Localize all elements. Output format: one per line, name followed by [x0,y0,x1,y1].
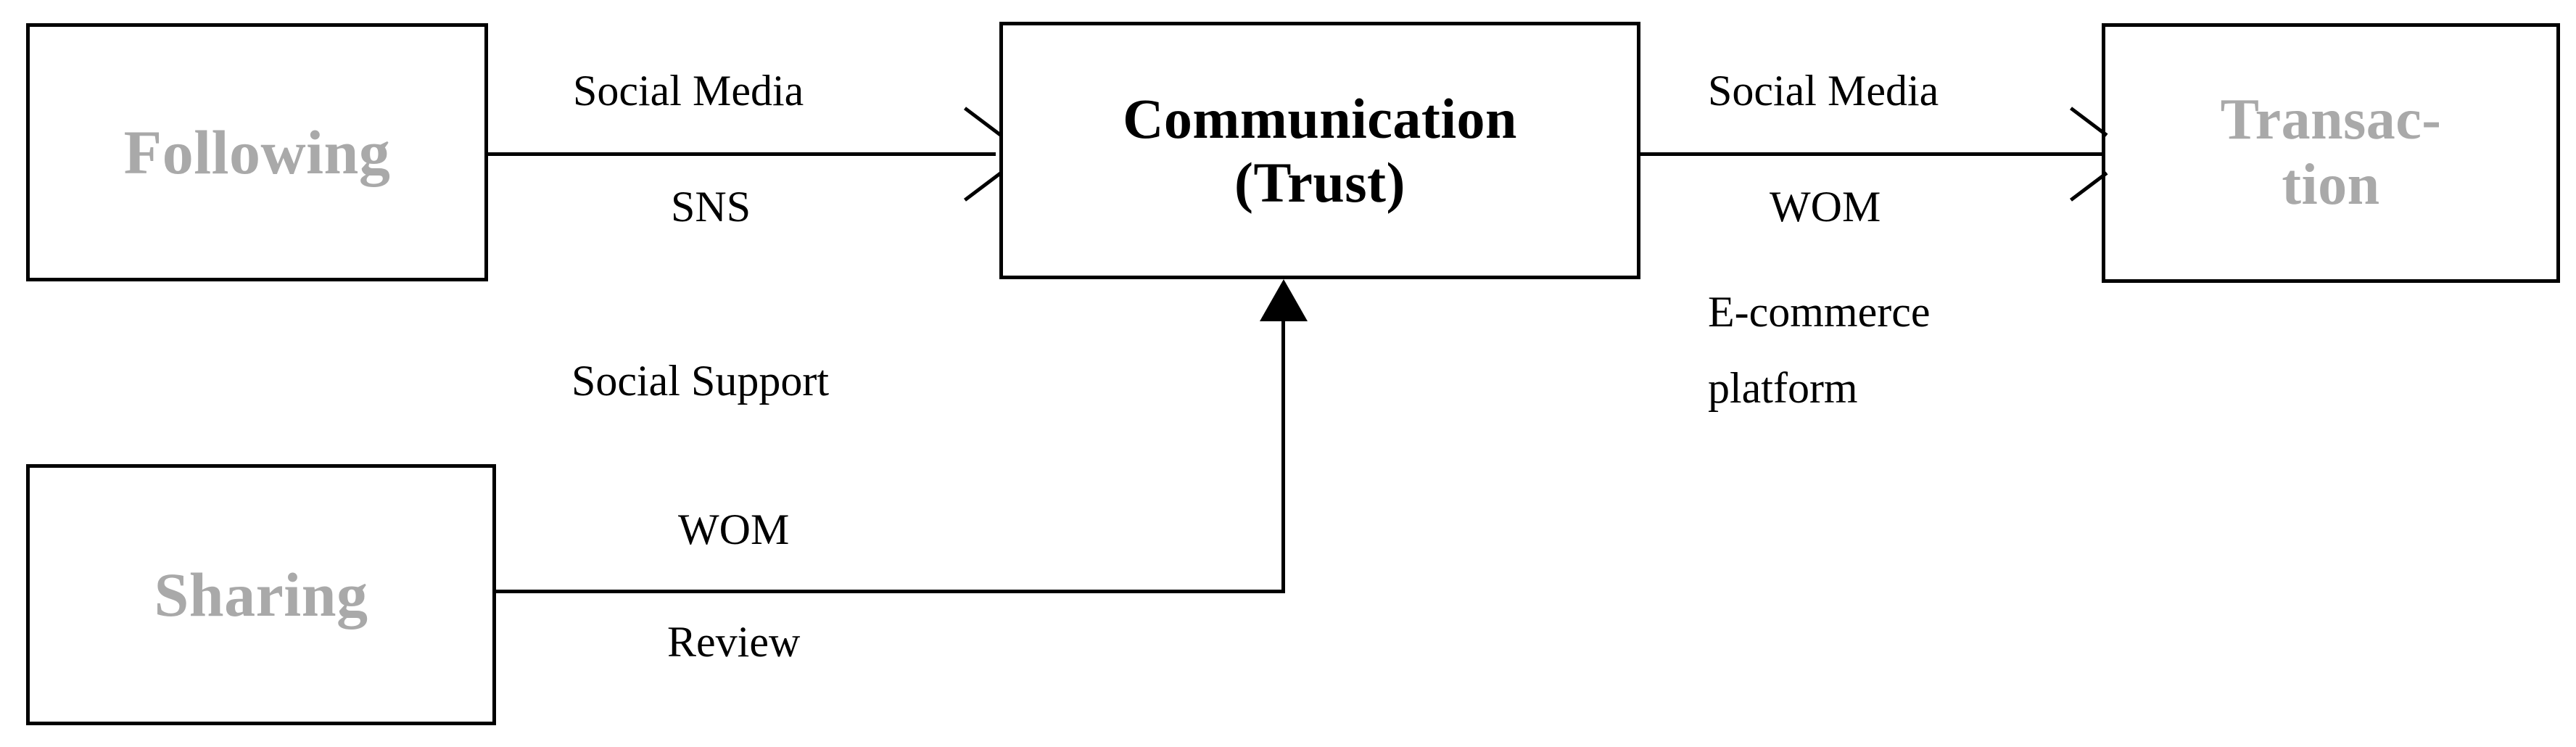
node-label-communication: Communication (Trust) [1123,87,1517,214]
edge-line-communication-to-transaction [1640,152,2105,156]
arrowhead-icon-communication-to-transaction [2062,125,2102,183]
node-box-following[interactable]: Following [26,23,488,281]
edge-line-following-to-communication [488,152,996,156]
arrowhead-icon-following-to-communication [956,125,996,183]
edge-label-social-support: Social Support [571,357,829,405]
node-label-transaction-line1: Transac- [2220,88,2442,152]
node-box-communication[interactable]: Communication (Trust) [999,22,1640,279]
edge-line-sharing-vertical [1281,290,1285,592]
edge-label-platform: platform [1708,364,1858,412]
edge-label-ecommerce: E-commerce [1708,288,1931,336]
edge-label-review: Review [667,618,801,666]
node-box-sharing[interactable]: Sharing [26,464,496,725]
node-label-transaction-line2: tion [2282,153,2380,217]
node-label-communication-line2: (Trust) [1234,150,1405,214]
edge-label-social-media-transaction: Social Media [1708,67,1939,115]
node-label-following: Following [123,117,391,187]
edge-label-social-media-following: Social Media [573,67,804,115]
node-label-communication-line1: Communication [1123,87,1517,151]
edge-label-wom-transaction: WOM [1770,183,1881,231]
node-label-transaction: Transac- tion [2221,88,2442,218]
arrowhead-icon-sharing-to-communication [1260,279,1308,321]
edge-label-wom-sharing: WOM [678,505,790,553]
node-box-transaction[interactable]: Transac- tion [2102,23,2560,283]
edge-label-sns: SNS [671,183,751,231]
edge-line-sharing-horizontal [496,590,1285,593]
node-label-sharing: Sharing [154,559,368,630]
